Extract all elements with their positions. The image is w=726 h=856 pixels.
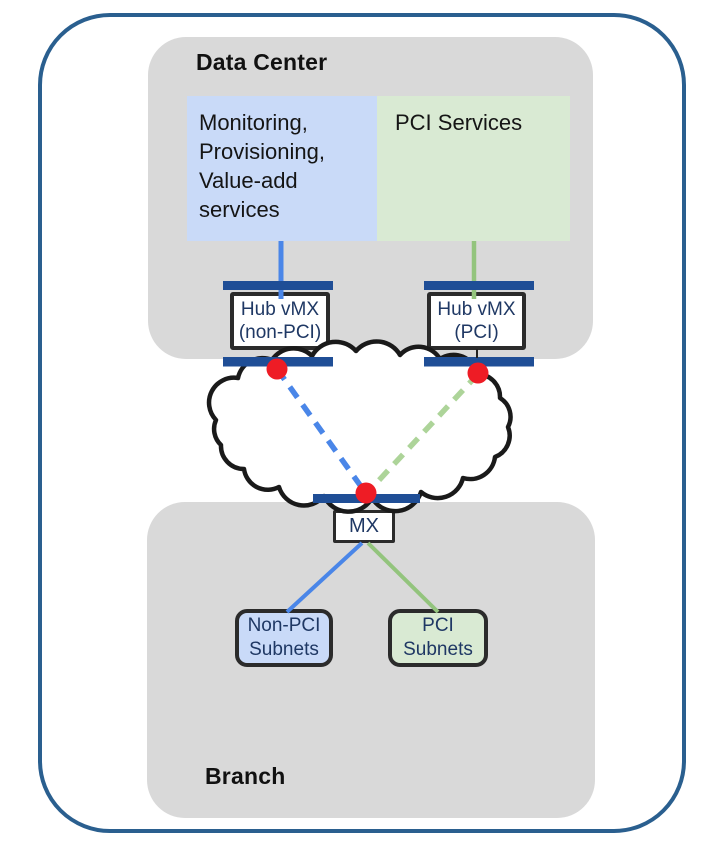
monitoring-services-box: Monitoring, Provisioning, Value-add serv… bbox=[187, 96, 377, 241]
mx-node: MX bbox=[333, 510, 395, 543]
hub-vmx-pci-node: Hub vMX (PCI) bbox=[427, 292, 526, 350]
non-pci-subnets-box: Non-PCI Subnets bbox=[235, 609, 333, 667]
pci-services-box: PCI Services bbox=[377, 96, 570, 241]
branch-title: Branch bbox=[205, 763, 286, 789]
pci-subnets-box: PCI Subnets bbox=[388, 609, 488, 667]
data-center-title: Data Center bbox=[196, 49, 328, 75]
hub-vmx-non-pci-node: Hub vMX (non-PCI) bbox=[230, 292, 330, 350]
diagram-outer-frame bbox=[38, 13, 686, 833]
